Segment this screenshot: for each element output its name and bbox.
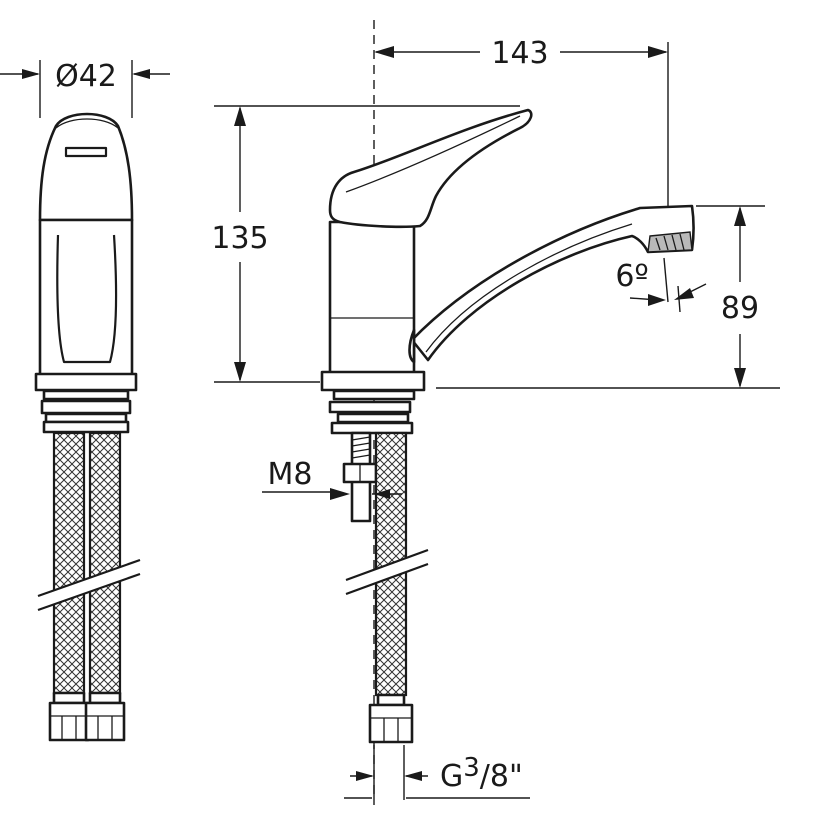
hose-thread-label: G3/8" (440, 753, 523, 794)
front-body (38, 218, 134, 378)
height-label: 135 (211, 221, 268, 256)
front-hose-nut-right (84, 701, 126, 742)
spout-height-dimension (436, 205, 780, 389)
hose-thread-denominator: /8" (480, 759, 523, 794)
front-view (0, 60, 170, 742)
spout-angle-label: 6º (615, 259, 648, 294)
reach-label: 143 (491, 36, 548, 71)
side-lever-handle (328, 108, 533, 229)
reach-dimension (374, 42, 669, 210)
front-base (34, 372, 138, 392)
hose-thread-dimension (344, 745, 530, 800)
side-hose-nut (368, 703, 414, 744)
side-view (214, 20, 780, 805)
diameter-dimension (0, 60, 170, 118)
height-dimension (214, 105, 520, 383)
front-lever-handle (38, 112, 134, 222)
spout (410, 204, 695, 362)
hose-thread-numerator: 3 (463, 753, 480, 783)
rod-thread-dimension (262, 488, 402, 500)
front-hose-right (88, 431, 122, 695)
spout-height-label: 89 (721, 291, 759, 326)
side-base (320, 370, 426, 392)
hose-thread-prefix: G (440, 759, 463, 794)
spout-angle-dimension (629, 257, 707, 313)
front-hose-nut-left (48, 701, 90, 742)
diameter-label: Ø42 (55, 59, 117, 94)
aerator (647, 231, 693, 253)
front-hose-left (52, 431, 86, 695)
side-body (328, 220, 416, 376)
rod-thread-label: M8 (268, 457, 313, 492)
